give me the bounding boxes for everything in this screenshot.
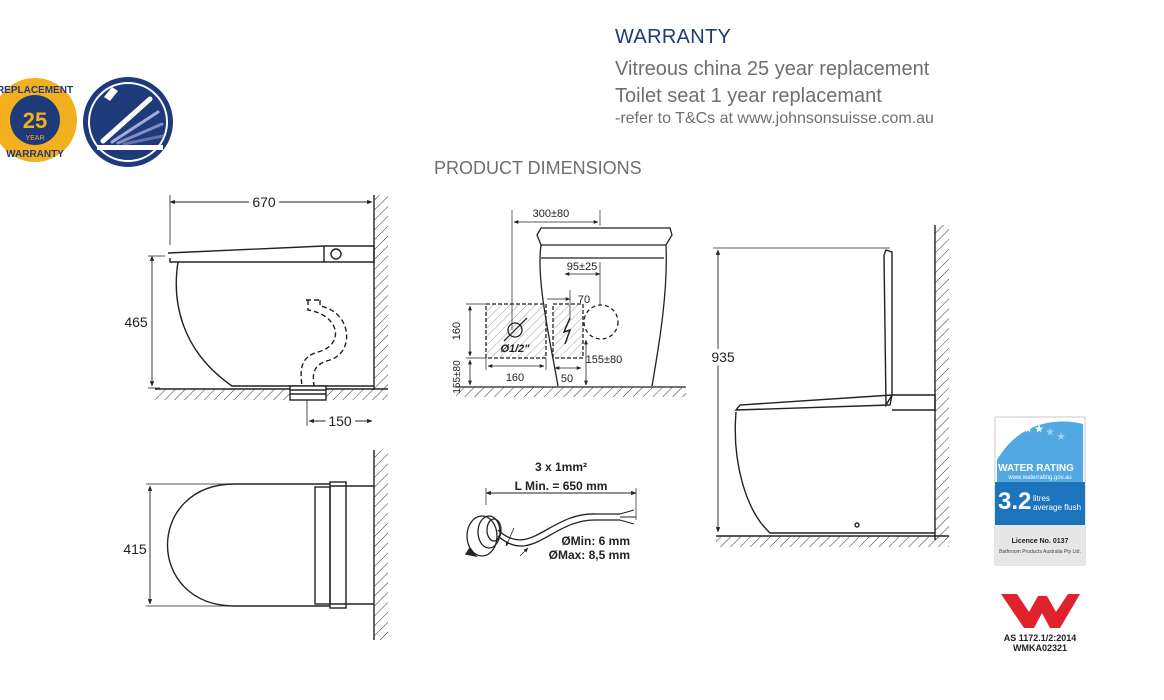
dim-box-height-160: 160 xyxy=(451,322,463,340)
dim-depth-415: 415 xyxy=(123,541,147,557)
warranty-reference: -refer to T&Cs at www.johnsonsuisse.com.… xyxy=(615,110,934,127)
top-view-drawing xyxy=(146,450,388,640)
dim-height-935: 935 xyxy=(711,349,735,365)
warranty-line-china: Vitreous china 25 year replacement xyxy=(615,58,930,80)
dim-power-50: 50 xyxy=(561,373,573,385)
water-rating-title: WATER RATING xyxy=(998,463,1074,474)
rating-star-icon: ★ xyxy=(1045,426,1055,438)
warranty-line-seat: Toilet seat 1 year replacemant xyxy=(615,85,882,107)
cable-length: L Min. = 650 mm xyxy=(515,479,608,493)
badge-unit: YEAR xyxy=(25,135,44,142)
water-rating-unit-2: average flush xyxy=(1033,503,1081,512)
rating-star-icon: ★ xyxy=(1023,423,1033,435)
rating-star-icon: ★ xyxy=(1001,431,1011,443)
rating-star-icon: ★ xyxy=(1056,431,1066,443)
replacement-warranty-badge: 25 YEAR REPLACEMENT WARRANTY xyxy=(0,78,77,162)
pipe-size-label: Ø1/2" xyxy=(500,343,530,355)
rough-in-drawing xyxy=(456,210,686,397)
cable-diameter-max: ØMax: 8,5 mm xyxy=(549,548,630,562)
warranty-heading: WARRANTY xyxy=(615,26,732,48)
rating-star-icon: ★ xyxy=(1034,423,1044,435)
cable-spec: 3 x 1mm² xyxy=(535,460,587,474)
dim-height-465: 465 xyxy=(124,314,148,330)
watermark-standard: AS 1172.1/2:2014 xyxy=(1004,633,1077,643)
dim-power-155: 155±80 xyxy=(586,354,623,366)
water-rating-label: WATER RATING www.waterrating.gov.au 3.2 … xyxy=(994,416,1086,566)
dim-outlet-150: 150 xyxy=(328,413,352,429)
watermark-logo: AS 1172.1/2:2014 WMKA02321 xyxy=(1001,594,1080,653)
badge-top-text: REPLACEMENT xyxy=(0,85,73,96)
water-rating-issuer: Bathroom Products Australia Pty Ltd. xyxy=(999,549,1081,555)
side-view-drawing xyxy=(148,195,388,426)
dim-offset-95: 95±25 xyxy=(567,261,598,273)
water-rating-unit: litres xyxy=(1033,494,1050,503)
dim-offset-70: 70 xyxy=(578,294,590,306)
badge-number: 25 xyxy=(23,108,47,133)
soft-close-seat-icon xyxy=(83,77,173,167)
dim-box-width-160: 160 xyxy=(506,372,524,384)
cable-diameter-min: ØMin: 6 mm xyxy=(561,534,630,548)
water-rating-url: www.waterrating.gov.au xyxy=(1007,475,1071,481)
rating-star-icon: ★ xyxy=(1012,426,1022,438)
watermark-code: WMKA02321 xyxy=(1013,643,1067,653)
cable-drawing xyxy=(464,488,637,557)
badge-bottom-text: WARRANTY xyxy=(6,149,64,160)
dim-width-670: 670 xyxy=(252,194,276,210)
water-rating-value: 3.2 xyxy=(998,488,1031,515)
dim-top-300: 300±80 xyxy=(533,208,570,220)
product-dimensions-heading: PRODUCT DIMENSIONS xyxy=(434,158,642,178)
water-rating-licence: Licence No. 0137 xyxy=(1012,538,1069,545)
dim-floor-155: 155±80 xyxy=(452,360,463,394)
front-view-drawing xyxy=(713,225,949,547)
